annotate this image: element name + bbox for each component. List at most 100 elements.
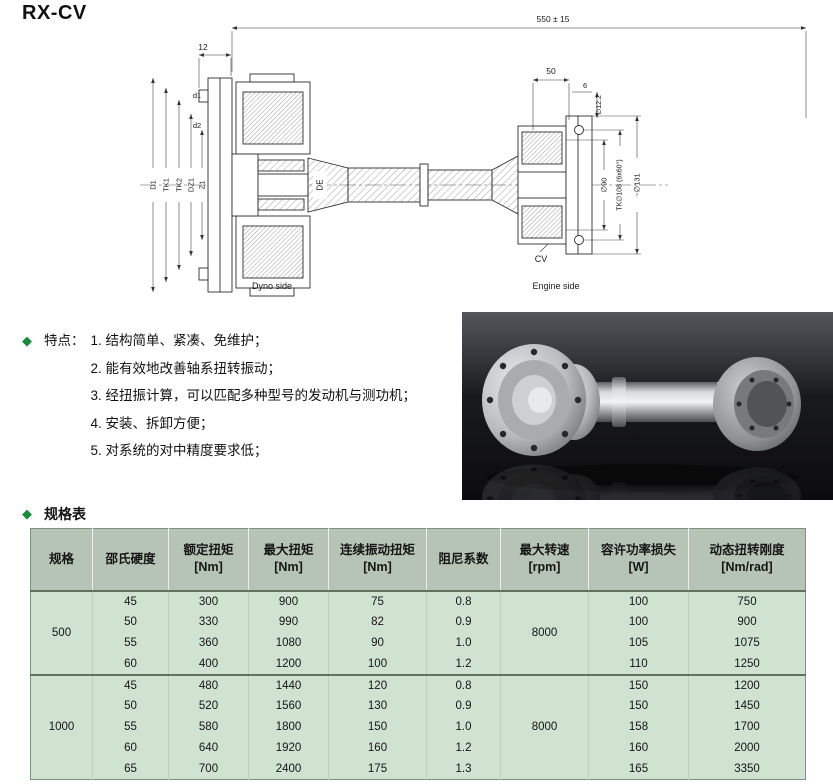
spec-header-row: 规格邵氏硬度额定扭矩[Nm]最大扭矩[Nm]连续振动扭矩[Nm]阻尼系数最大转速… bbox=[30, 528, 806, 592]
spec-cell: 160 bbox=[588, 737, 689, 759]
spec-cell: 65 bbox=[92, 758, 169, 780]
spec-cell: 100 bbox=[588, 611, 689, 633]
spec-heading: 规格表 bbox=[44, 506, 86, 522]
spec-cell: 330 bbox=[168, 611, 249, 633]
spec-table: 规格邵氏硬度额定扭矩[Nm]最大扭矩[Nm]连续振动扭矩[Nm]阻尼系数最大转速… bbox=[30, 528, 806, 780]
label-d1: d1 bbox=[193, 91, 201, 100]
spec-col-header: 额定扭矩[Nm] bbox=[168, 528, 249, 592]
spec-cell: 1.3 bbox=[426, 758, 501, 780]
spec-col-header: 规格 bbox=[30, 528, 93, 592]
spec-cell: 0.8 bbox=[426, 673, 501, 696]
label-TK1: TK1 bbox=[162, 178, 171, 192]
label-dyno-side: Dyno side bbox=[252, 281, 292, 291]
spec-cell: 160 bbox=[328, 737, 427, 759]
feature-item: 3. 经扭振计算，可以匹配多种型号的发动机与测功机； bbox=[90, 388, 417, 403]
label-cv-joint: CV bbox=[535, 254, 548, 264]
spec-cell: 100 bbox=[328, 653, 427, 675]
spec-cell: 1450 bbox=[734, 700, 760, 712]
spec-cell: 0.9 bbox=[426, 695, 501, 717]
spec-cell: 1560 bbox=[248, 695, 329, 717]
spec-cell: 1.0 bbox=[426, 632, 501, 654]
spec-cell: 1250 bbox=[734, 657, 760, 670]
spec-cell: 0.8 bbox=[426, 590, 501, 612]
technical-drawing: 550 ± 15 12 50 6 ∅12.2 d1 d2 D1 TK1 TK2 … bbox=[140, 14, 807, 297]
spec-cell: 700 bbox=[168, 758, 249, 780]
spec-cell: 990 bbox=[248, 611, 329, 633]
label-TK2: TK2 bbox=[175, 178, 184, 192]
feature-item: 4. 安装、拆卸方便； bbox=[90, 415, 214, 431]
spec-cell: 1200 bbox=[688, 673, 806, 696]
spec-cell: 480 bbox=[168, 673, 249, 696]
spec-cell: 2000 bbox=[734, 742, 760, 754]
spec-cell: 640 bbox=[168, 737, 249, 759]
spec-cell: 130 bbox=[328, 695, 427, 717]
spec-cell: 55 bbox=[92, 716, 169, 738]
dim-dia-90: ∅90 bbox=[600, 178, 609, 193]
label-DE: DE bbox=[316, 179, 325, 190]
spec-cell: 110 bbox=[588, 653, 689, 675]
features-heading: 特点： bbox=[44, 333, 85, 348]
product-photo bbox=[462, 312, 833, 532]
features-list: 1. 结构简单、紧凑、免维护； 2. 能有效地改善轴系扭转振动； 3. 经扭振计算，… bbox=[91, 327, 417, 465]
spec-cell: 400 bbox=[168, 653, 249, 675]
spec-cell: 900 bbox=[737, 616, 757, 628]
spec-cell: 165 bbox=[588, 758, 689, 780]
spec-cell: 520 bbox=[168, 695, 249, 717]
spec-cell: 60 bbox=[92, 737, 169, 759]
spec-cell: 580 bbox=[168, 716, 249, 738]
spec-cell: 1.2 bbox=[426, 737, 501, 759]
spec-cell: 100 bbox=[588, 590, 689, 612]
spec-cell: 105 bbox=[588, 632, 689, 654]
feature-item: 5. 对系统的对中精度要求低； bbox=[90, 443, 268, 458]
spec-cell: 1800 bbox=[248, 716, 329, 738]
spec-col-header: 阻尼系数 bbox=[426, 528, 501, 592]
dim-overall-length: 550 ± 15 bbox=[536, 14, 569, 24]
spec-cell: 8000 bbox=[500, 673, 589, 780]
spec-cell: 750 bbox=[737, 595, 757, 608]
coupling-geometry bbox=[198, 73, 593, 297]
spec-cell: 150 bbox=[588, 673, 689, 696]
spec-cell: 360 bbox=[168, 632, 249, 654]
spec-col-header: 容许功率损失[W] bbox=[588, 528, 689, 592]
diamond-bullet-icon: ◆ bbox=[22, 506, 32, 521]
label-d2: d2 bbox=[193, 121, 201, 130]
spec-cell: 1000 bbox=[30, 673, 93, 780]
label-Z1: Z1 bbox=[198, 181, 207, 190]
dimension-lines bbox=[151, 26, 807, 292]
spec-cell: 1920 bbox=[248, 737, 329, 759]
spec-cell: 1.2 bbox=[426, 653, 501, 675]
spec-cell: 50 bbox=[92, 611, 169, 633]
spec-cell: 158 bbox=[588, 716, 689, 738]
spec-cell: 1.0 bbox=[426, 716, 501, 738]
label-DZ1: DZ1 bbox=[187, 178, 196, 192]
feature-item: 1. 结构简单、紧凑、免维护； bbox=[90, 333, 268, 348]
spec-col-header: 最大扭矩[Nm] bbox=[248, 528, 329, 592]
page-title: RX-CV bbox=[22, 2, 87, 24]
spec-cell: 1440 bbox=[248, 673, 329, 696]
spec-cell: 45 bbox=[92, 673, 169, 696]
feature-item: 2. 能有效地改善轴系扭转振动； bbox=[90, 360, 282, 376]
spec-cell: 120 bbox=[328, 673, 427, 696]
spec-col-header: 连续振动扭矩[Nm] bbox=[328, 528, 427, 592]
dim-cv-width: 50 bbox=[546, 66, 556, 76]
spec-cell: 90 bbox=[328, 632, 427, 654]
spec-cell: 2400 bbox=[248, 758, 329, 780]
de-label-backing bbox=[313, 171, 327, 199]
spec-cell: 1700 bbox=[734, 721, 760, 733]
spec-cell: 900 bbox=[248, 590, 329, 612]
spec-cell: 60 bbox=[92, 653, 169, 675]
label-engine-side: Engine side bbox=[532, 281, 579, 291]
spec-cell: 3350 bbox=[734, 762, 760, 775]
spec-col-header: 动态扭转刚度[Nm/rad] bbox=[688, 528, 806, 592]
dim-tk-108: TK∅108 (6x60°) bbox=[616, 159, 624, 210]
spec-col-header: 最大转速[rpm] bbox=[500, 528, 589, 592]
label-D1: D1 bbox=[149, 180, 158, 190]
dim-bolt-dia: ∅12.2 bbox=[596, 95, 603, 115]
